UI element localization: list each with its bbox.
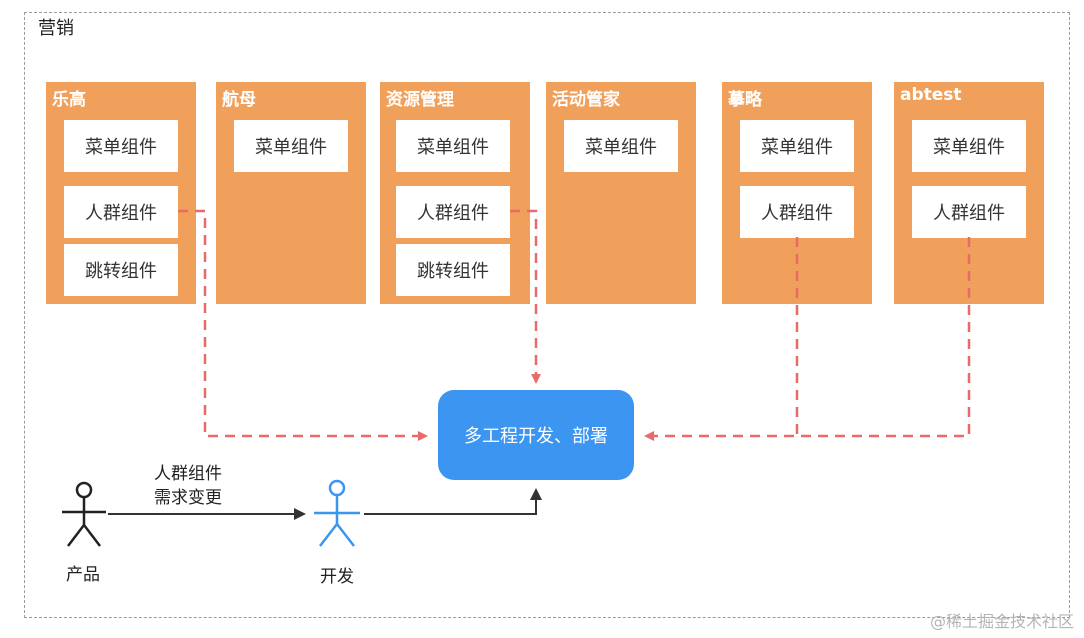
- panel-title: 摹略: [728, 90, 762, 110]
- dashed-arrow-resource-to-hub: [510, 209, 541, 384]
- arrow-developer-to-hub: [364, 488, 542, 515]
- dashed-arrow-abtest-to-hub: [644, 237, 971, 441]
- audience-component: 人群组件: [64, 186, 178, 238]
- panel-activity-manager: 活动管家 菜单组件: [546, 82, 696, 304]
- menu-component: 菜单组件: [234, 120, 348, 172]
- product-label: 产品: [66, 565, 100, 585]
- panel-title: 乐高: [52, 90, 86, 110]
- product-actor-icon: [62, 481, 106, 547]
- request-label: 人群组件 需求变更: [154, 462, 222, 510]
- menu-component: 菜单组件: [564, 120, 678, 172]
- panel-hangmu: 航母 菜单组件: [216, 82, 366, 304]
- panel-resource-management: 资源管理 菜单组件 人群组件 跳转组件: [380, 82, 530, 304]
- panel-title: abtest: [900, 85, 962, 105]
- audience-component: 人群组件: [740, 186, 854, 238]
- developer-label: 开发: [320, 567, 354, 587]
- panel-lego: 乐高 菜单组件 人群组件 跳转组件: [46, 82, 196, 304]
- frame-title: 营销: [38, 18, 74, 39]
- panel-abtest: abtest 菜单组件 人群组件: [894, 82, 1044, 304]
- watermark: @稀土掘金技术社区: [929, 612, 1074, 631]
- developer-actor-icon: [314, 479, 360, 547]
- menu-component: 菜单组件: [912, 120, 1026, 172]
- audience-component: 人群组件: [912, 186, 1026, 238]
- panel-title: 航母: [222, 90, 256, 110]
- menu-component: 菜单组件: [396, 120, 510, 172]
- panel-title: 资源管理: [386, 90, 454, 110]
- menu-component: 菜单组件: [740, 120, 854, 172]
- dashed-arrow-lego-to-hub: [178, 209, 428, 441]
- marketing-frame: [24, 12, 1070, 618]
- request-line-1: 人群组件: [154, 464, 222, 484]
- jump-component: 跳转组件: [396, 244, 510, 296]
- audience-component: 人群组件: [396, 186, 510, 238]
- multi-project-deploy-hub: 多工程开发、部署: [438, 390, 634, 480]
- jump-component: 跳转组件: [64, 244, 178, 296]
- request-line-2: 需求变更: [154, 488, 222, 508]
- menu-component: 菜单组件: [64, 120, 178, 172]
- panel-molue: 摹略 菜单组件 人群组件: [722, 82, 872, 304]
- panel-title: 活动管家: [552, 90, 620, 110]
